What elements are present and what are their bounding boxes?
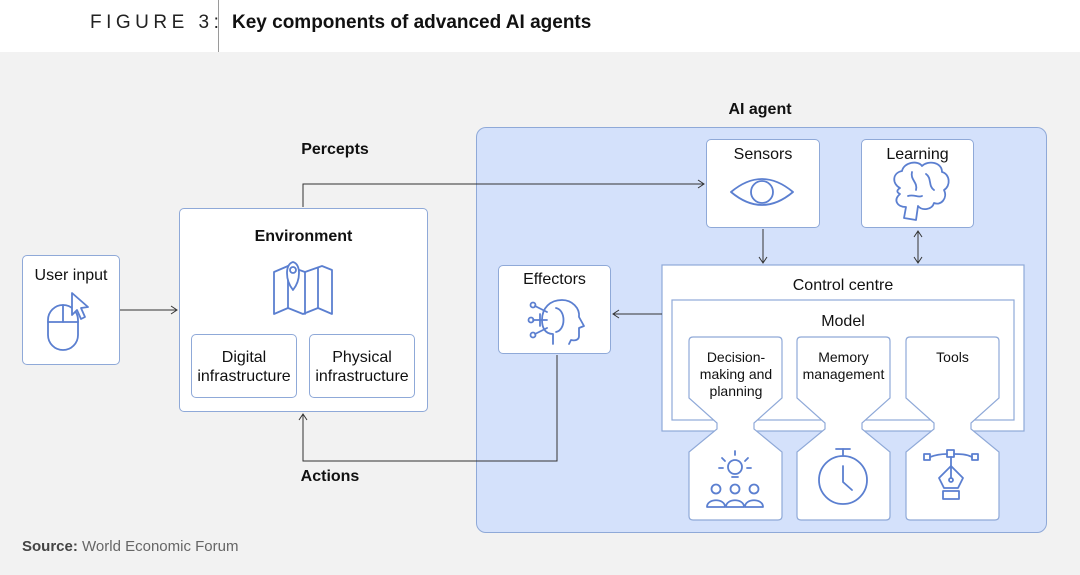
- physical-infrastructure-box: [309, 334, 415, 398]
- figure-header: FIGURE 3: Key components of advanced AI …: [0, 0, 1080, 52]
- eye-icon: [730, 178, 794, 206]
- arrowhead: [913, 230, 923, 238]
- connectors: [120, 179, 923, 462]
- brain-icon: [893, 161, 950, 221]
- percepts-label: Percepts: [301, 141, 369, 158]
- pen-tool-icon: [923, 449, 979, 500]
- ai-head-icon: [527, 299, 585, 345]
- arrowhead: [913, 256, 923, 264]
- arrowhead: [758, 256, 768, 264]
- arrow-actions: [302, 355, 558, 462]
- sensors-box: [706, 139, 820, 228]
- arrow-percepts: [302, 183, 704, 207]
- figure-title: Key components of advanced AI agents: [232, 12, 592, 33]
- arrowhead: [298, 413, 308, 421]
- learning-label: Learning: [886, 146, 949, 163]
- tools-shape: [905, 336, 1000, 521]
- figure-label: FIGURE 3:: [90, 12, 224, 33]
- decision-making-label: Decision-making and planning: [699, 349, 773, 399]
- digital-infrastructure-box: [191, 334, 297, 398]
- sensors-label: Sensors: [733, 146, 793, 163]
- model-label: Model: [821, 313, 865, 330]
- user-input-label: User input: [34, 267, 108, 284]
- ai-agent-title: AI agent: [728, 101, 792, 118]
- environment-title: Environment: [254, 228, 353, 245]
- arrowhead: [612, 309, 620, 319]
- digital-infrastructure-label: Digital infrastructure: [197, 349, 291, 385]
- source-note: Source: World Economic Forum: [22, 538, 238, 555]
- stopwatch-icon: [818, 448, 868, 505]
- source-text: World Economic Forum: [82, 538, 239, 555]
- decision-making-shape: [688, 336, 783, 521]
- mouse-cursor-icon: [47, 292, 89, 351]
- source-label: Source:: [22, 538, 78, 555]
- header-divider: [218, 0, 219, 52]
- memory-management-label: Memory management: [802, 349, 885, 382]
- physical-infrastructure-label: Physical infrastructure: [315, 349, 409, 385]
- effectors-label: Effectors: [523, 271, 586, 288]
- actions-label: Actions: [300, 468, 360, 485]
- tools-label: Tools: [936, 349, 969, 365]
- arrowhead: [697, 179, 705, 189]
- arrowhead: [170, 305, 178, 315]
- effectors-box: [498, 265, 611, 354]
- map-pin-icon: [273, 261, 333, 315]
- lightbulb-team-icon: [706, 450, 764, 508]
- control-centre-label: Control centre: [792, 277, 894, 294]
